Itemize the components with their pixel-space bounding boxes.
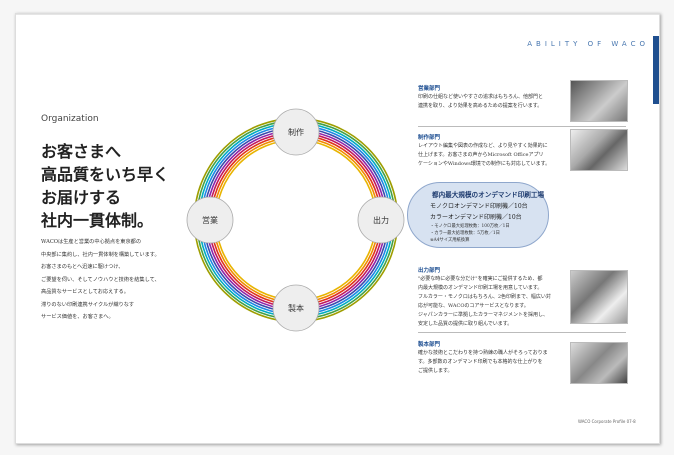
body-line: サービス価値を、お客さまへ。 <box>41 314 114 320</box>
dept-text-line: 確かな技術とこだわりを持つ熟練の職人がそろっておりま <box>418 350 548 356</box>
brochure-page: ABILITY OF WACO <box>15 13 660 444</box>
dept-photo <box>570 342 628 384</box>
dept-title: 営業部門 <box>418 86 441 92</box>
node-label-bottom: 製本 <box>288 303 304 313</box>
dept-text: 印刷の仕組など使いやすさの追求はもちろん、他部門と 連携を取り、より効果を高める… <box>418 93 564 111</box>
separator-line <box>418 332 626 333</box>
cycle-ring <box>210 134 382 306</box>
cycle-ring <box>215 139 377 301</box>
body-line: 滞りのない印刷連携サイクルが織りなす <box>41 301 135 308</box>
dept-text-line: ジャパンカラーに準拠したカラーマネジメントを採用し、 <box>418 312 549 318</box>
node-circle <box>272 108 320 156</box>
dept-text-line: レイアウト編集や図表の作成など、より見やすく効果的に <box>418 143 548 149</box>
dept-text-line: ケーションやWindows環境での制作にも対応しています。 <box>418 161 551 167</box>
dept-title: 出力部門 <box>418 268 441 274</box>
dept-photo <box>570 80 628 122</box>
callout-title: 都内最大規模のオンデマンド印刷工場 <box>432 191 545 199</box>
dept-text-line: 応が可能な、WACOのコアサービスとなります。 <box>418 303 529 309</box>
section-label: Organization <box>41 114 99 124</box>
node-circle <box>272 284 320 332</box>
headline-line: お客さまへ <box>41 142 122 161</box>
page-top-edge <box>16 14 659 15</box>
dept-title: 制作部門 <box>418 135 441 141</box>
body-text: WACOは生産と営業の中心拠点を東京都の 中央部に集約し、社内一貫体制を構築して… <box>41 236 191 324</box>
dept-text-line: 仕上げます。お客さまの声からMicrosoft Officeアプリ <box>418 152 544 158</box>
dept-text-line: 内最大規模のオンデマンド印刷工場を用意しています。 <box>418 285 543 291</box>
headline-line: 社内一貫体制。 <box>41 211 154 230</box>
callout-note: ※A4サイズ用紙換算 <box>430 238 470 243</box>
separator-line <box>418 126 626 127</box>
node-label-left: 営業 <box>202 215 218 225</box>
node-circle <box>186 196 234 244</box>
dept-text-line: 安定した品質の提供に取り組んでいます。 <box>418 321 513 327</box>
dept-title: 製本部門 <box>418 342 441 348</box>
output-callout: 都内最大規模のオンデマンド印刷工場 モノクロオンデマンド印刷機／10台 カラーオ… <box>407 182 549 248</box>
body-line: 中央部に集約し、社内一貫体制を構築しています。 <box>41 251 160 258</box>
dept-text: 確かな技術とこだわりを持つ熟練の職人がそろっておりま す。多部数のオンデマンド印… <box>418 349 564 376</box>
cycle-ring <box>208 132 384 308</box>
dept-text-line: 印刷の仕組など使いやすさの追求はもちろん、他部門と <box>418 94 544 100</box>
callout-line: モノクロオンデマンド印刷機／10台 <box>430 203 528 210</box>
node-label-right: 出力 <box>373 215 389 225</box>
callout-line: カラーオンデマンド印刷機／10台 <box>430 214 522 221</box>
dept-text-line: ご提供します。 <box>418 368 453 374</box>
body-line: お客さまのもとへ迅速に駆けつけ、 <box>41 264 124 270</box>
dept-text-line: す。多部数のオンデマンド印刷でも本格的な仕上がりを <box>418 359 543 365</box>
workflow-cycle-diagram: 制作 営業 出力 製本 <box>186 108 405 332</box>
node-circle <box>357 196 405 244</box>
node-label-top: 制作 <box>288 127 304 137</box>
node-top: 制作 <box>272 108 320 156</box>
body-line: WACOは生産と営業の中心拠点を東京都の <box>41 239 142 245</box>
callout-note: ・カラー最大処理枚数：5万枚／1日 <box>430 231 500 236</box>
dept-text: レイアウト編集や図表の作成など、より見やすく効果的に 仕上げます。お客さまの声か… <box>418 142 564 169</box>
dept-text: "必要な時に必要な分だけ"を確実にご提供するため、都 内最大規模のオンデマンド印… <box>418 275 564 329</box>
headline: お客さまへ 高品質をいち早く お届けする 社内一貫体制。 <box>41 140 169 232</box>
dept-text-line: 連携を取り、より効果を高めるための提案を行います。 <box>418 103 543 109</box>
headline-line: お届けする <box>41 188 122 207</box>
dept-text-line: フルカラー・モノクロはもちろん、2色印刷まで、幅広い対 <box>418 294 551 300</box>
node-left: 営業 <box>186 196 234 244</box>
header-tagline: ABILITY OF WACO <box>527 40 649 48</box>
cycle-ring <box>212 136 380 304</box>
dept-photo <box>570 270 628 324</box>
body-line: 高品質なサービスとしてお応えする。 <box>41 289 129 295</box>
dept-text-line: "必要な時に必要な分だけ"を確実にご提供するため、都 <box>418 276 543 282</box>
node-bottom: 製本 <box>272 284 320 332</box>
callout-note: ・モノクロ最大処理枚数：100万枚／1日 <box>430 224 510 229</box>
footer-text: WACO Corporate Profile 07-8 <box>578 419 636 424</box>
headline-line: 高品質をいち早く <box>41 165 170 184</box>
header-accent-bar <box>653 36 659 104</box>
node-right: 出力 <box>357 196 405 244</box>
body-line: ご要望を伺い、そしてノウハウと技術を結集して、 <box>41 276 160 283</box>
dept-photo <box>570 129 628 171</box>
